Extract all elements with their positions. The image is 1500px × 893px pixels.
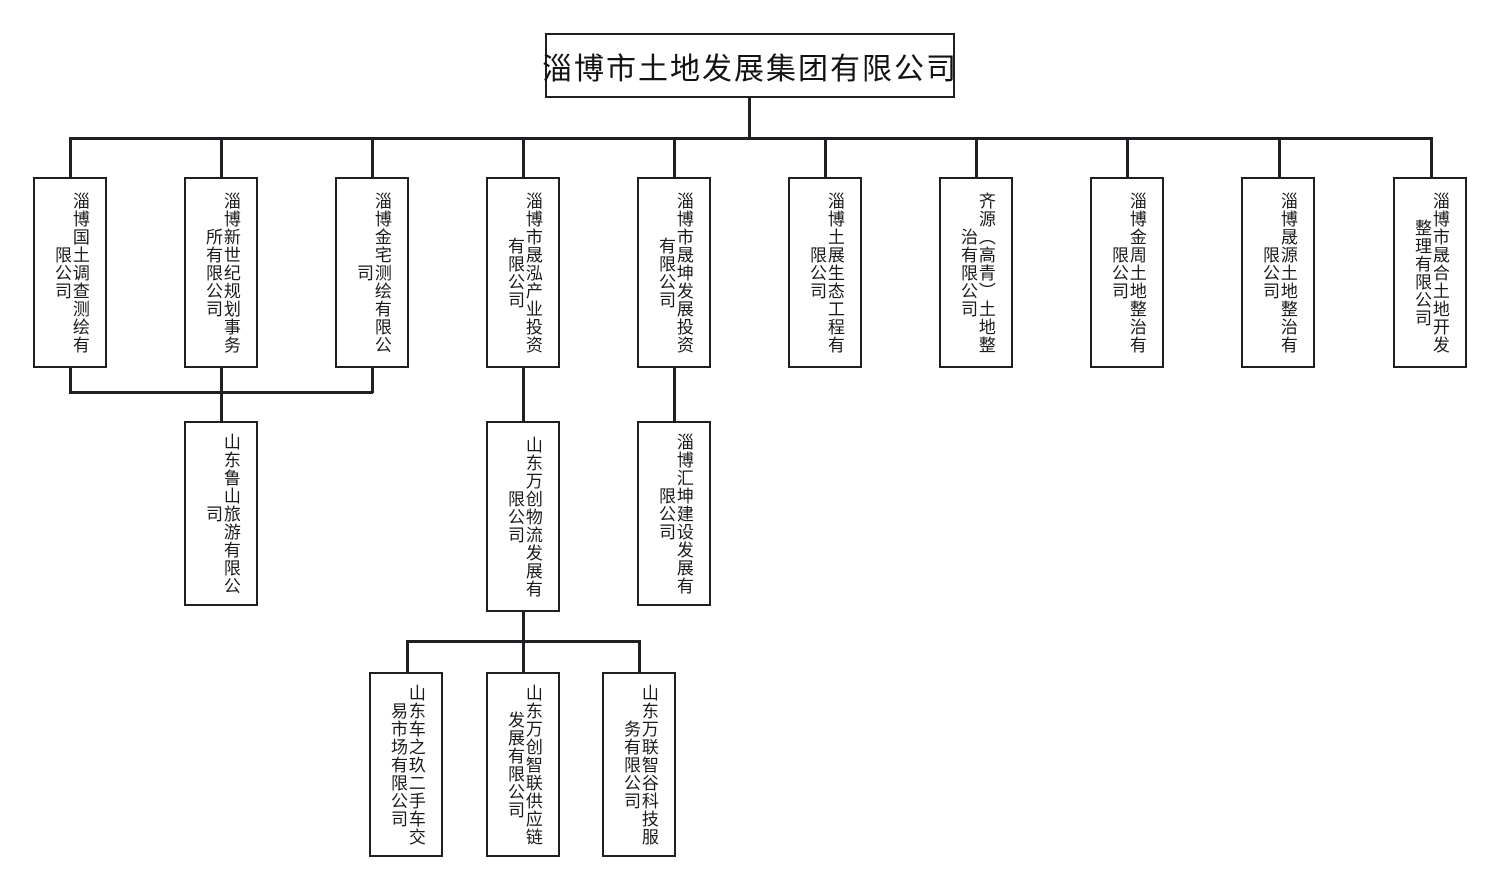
org-node-level1-9[interactable]: 淄博晟源土地整治有限公司 <box>1241 177 1315 368</box>
org-node-level1-2-label: 淄博新世纪规划事务所有限公司 <box>203 191 240 354</box>
connector-level1-drop-1 <box>69 137 72 177</box>
connector-level1-bus <box>69 137 1432 140</box>
connector-level3-stem <box>522 612 525 642</box>
org-node-level2-3[interactable]: 淄博汇坤建设发展有限公司 <box>637 421 711 606</box>
connector-level1-drop-5 <box>673 137 676 177</box>
connector-level1-drop-8 <box>1126 137 1129 177</box>
org-node-level1-8[interactable]: 淄博金周土地整治有限公司 <box>1090 177 1164 368</box>
org-node-level2-2-label: 山东万创物流发展有限公司 <box>505 435 542 598</box>
org-node-level1-1[interactable]: 淄博国土调查测绘有限公司 <box>33 177 107 368</box>
org-node-root-label: 淄博市土地发展集团有限公司 <box>542 52 958 86</box>
org-node-level3-3-label: 山东万联智谷科技服务有限公司 <box>621 683 658 846</box>
connector-level1-drop-2 <box>220 137 223 177</box>
org-node-level1-9-label: 淄博晟源土地整治有限公司 <box>1260 191 1297 354</box>
connector-level1-drop-9 <box>1278 137 1281 177</box>
org-node-level1-5-label: 淄博市晟坤发展投资有限公司 <box>656 191 693 354</box>
org-node-level1-5[interactable]: 淄博市晟坤发展投资有限公司 <box>637 177 711 368</box>
org-node-level1-10-label: 淄博市晟合土地开发整理有限公司 <box>1412 191 1449 354</box>
connector-merge-drop-lushan <box>220 391 223 421</box>
org-node-level1-8-label: 淄博金周土地整治有限公司 <box>1109 191 1146 354</box>
org-node-level1-10[interactable]: 淄博市晟合土地开发整理有限公司 <box>1393 177 1467 368</box>
org-node-level1-4-label: 淄博市晟泓产业投资有限公司 <box>505 191 542 354</box>
org-node-level3-1[interactable]: 山东车之玖二手车交易市场有限公司 <box>369 672 443 857</box>
org-node-level3-3[interactable]: 山东万联智谷科技服务有限公司 <box>602 672 676 857</box>
connector-level1-drop-6 <box>824 137 827 177</box>
connector-root-stem <box>748 98 751 137</box>
connector-level1-drop-7 <box>975 137 978 177</box>
org-node-level1-7-label: 齐源（高青）土地整治有限公司 <box>958 191 995 354</box>
org-node-level2-3-label: 淄博汇坤建设发展有限公司 <box>656 432 693 595</box>
org-node-level2-2[interactable]: 山东万创物流发展有限公司 <box>486 421 560 612</box>
connector-merge-from-node1 <box>69 368 72 393</box>
org-node-level1-1-label: 淄博国土调查测绘有限公司 <box>52 191 89 354</box>
org-node-level1-6[interactable]: 淄博土展生态工程有限公司 <box>788 177 862 368</box>
org-node-level1-7[interactable]: 齐源（高青）土地整治有限公司 <box>939 177 1013 368</box>
org-node-level3-1-label: 山东车之玖二手车交易市场有限公司 <box>388 683 425 846</box>
connector-level3-drop-2 <box>522 640 525 672</box>
org-node-level2-1-label: 山东鲁山旅游有限公司 <box>203 432 240 595</box>
connector-level1-drop-3 <box>371 137 374 177</box>
org-node-level2-1[interactable]: 山东鲁山旅游有限公司 <box>184 421 258 606</box>
org-node-level3-2-label: 山东万创智联供应链发展有限公司 <box>505 683 542 846</box>
org-node-level1-4[interactable]: 淄博市晟泓产业投资有限公司 <box>486 177 560 368</box>
connector-node4-to-child <box>522 368 525 421</box>
connector-level1-drop-10 <box>1430 137 1433 177</box>
org-node-root[interactable]: 淄博市土地发展集团有限公司 <box>542 33 958 98</box>
org-node-level1-2[interactable]: 淄博新世纪规划事务所有限公司 <box>184 177 258 368</box>
org-node-level1-3[interactable]: 淄博金宅测绘有限公司 <box>335 177 409 368</box>
connector-merge-from-node3 <box>371 368 374 393</box>
connector-level1-drop-4 <box>522 137 525 177</box>
org-node-level1-3-label: 淄博金宅测绘有限公司 <box>354 191 391 354</box>
connector-level3-drop-1 <box>406 640 409 672</box>
connector-level3-drop-3 <box>638 640 641 672</box>
connector-merge-from-node2 <box>220 368 223 393</box>
connector-node5-to-child <box>673 368 676 421</box>
org-node-level3-2[interactable]: 山东万创智联供应链发展有限公司 <box>486 672 560 857</box>
org-node-level1-6-label: 淄博土展生态工程有限公司 <box>807 191 844 354</box>
